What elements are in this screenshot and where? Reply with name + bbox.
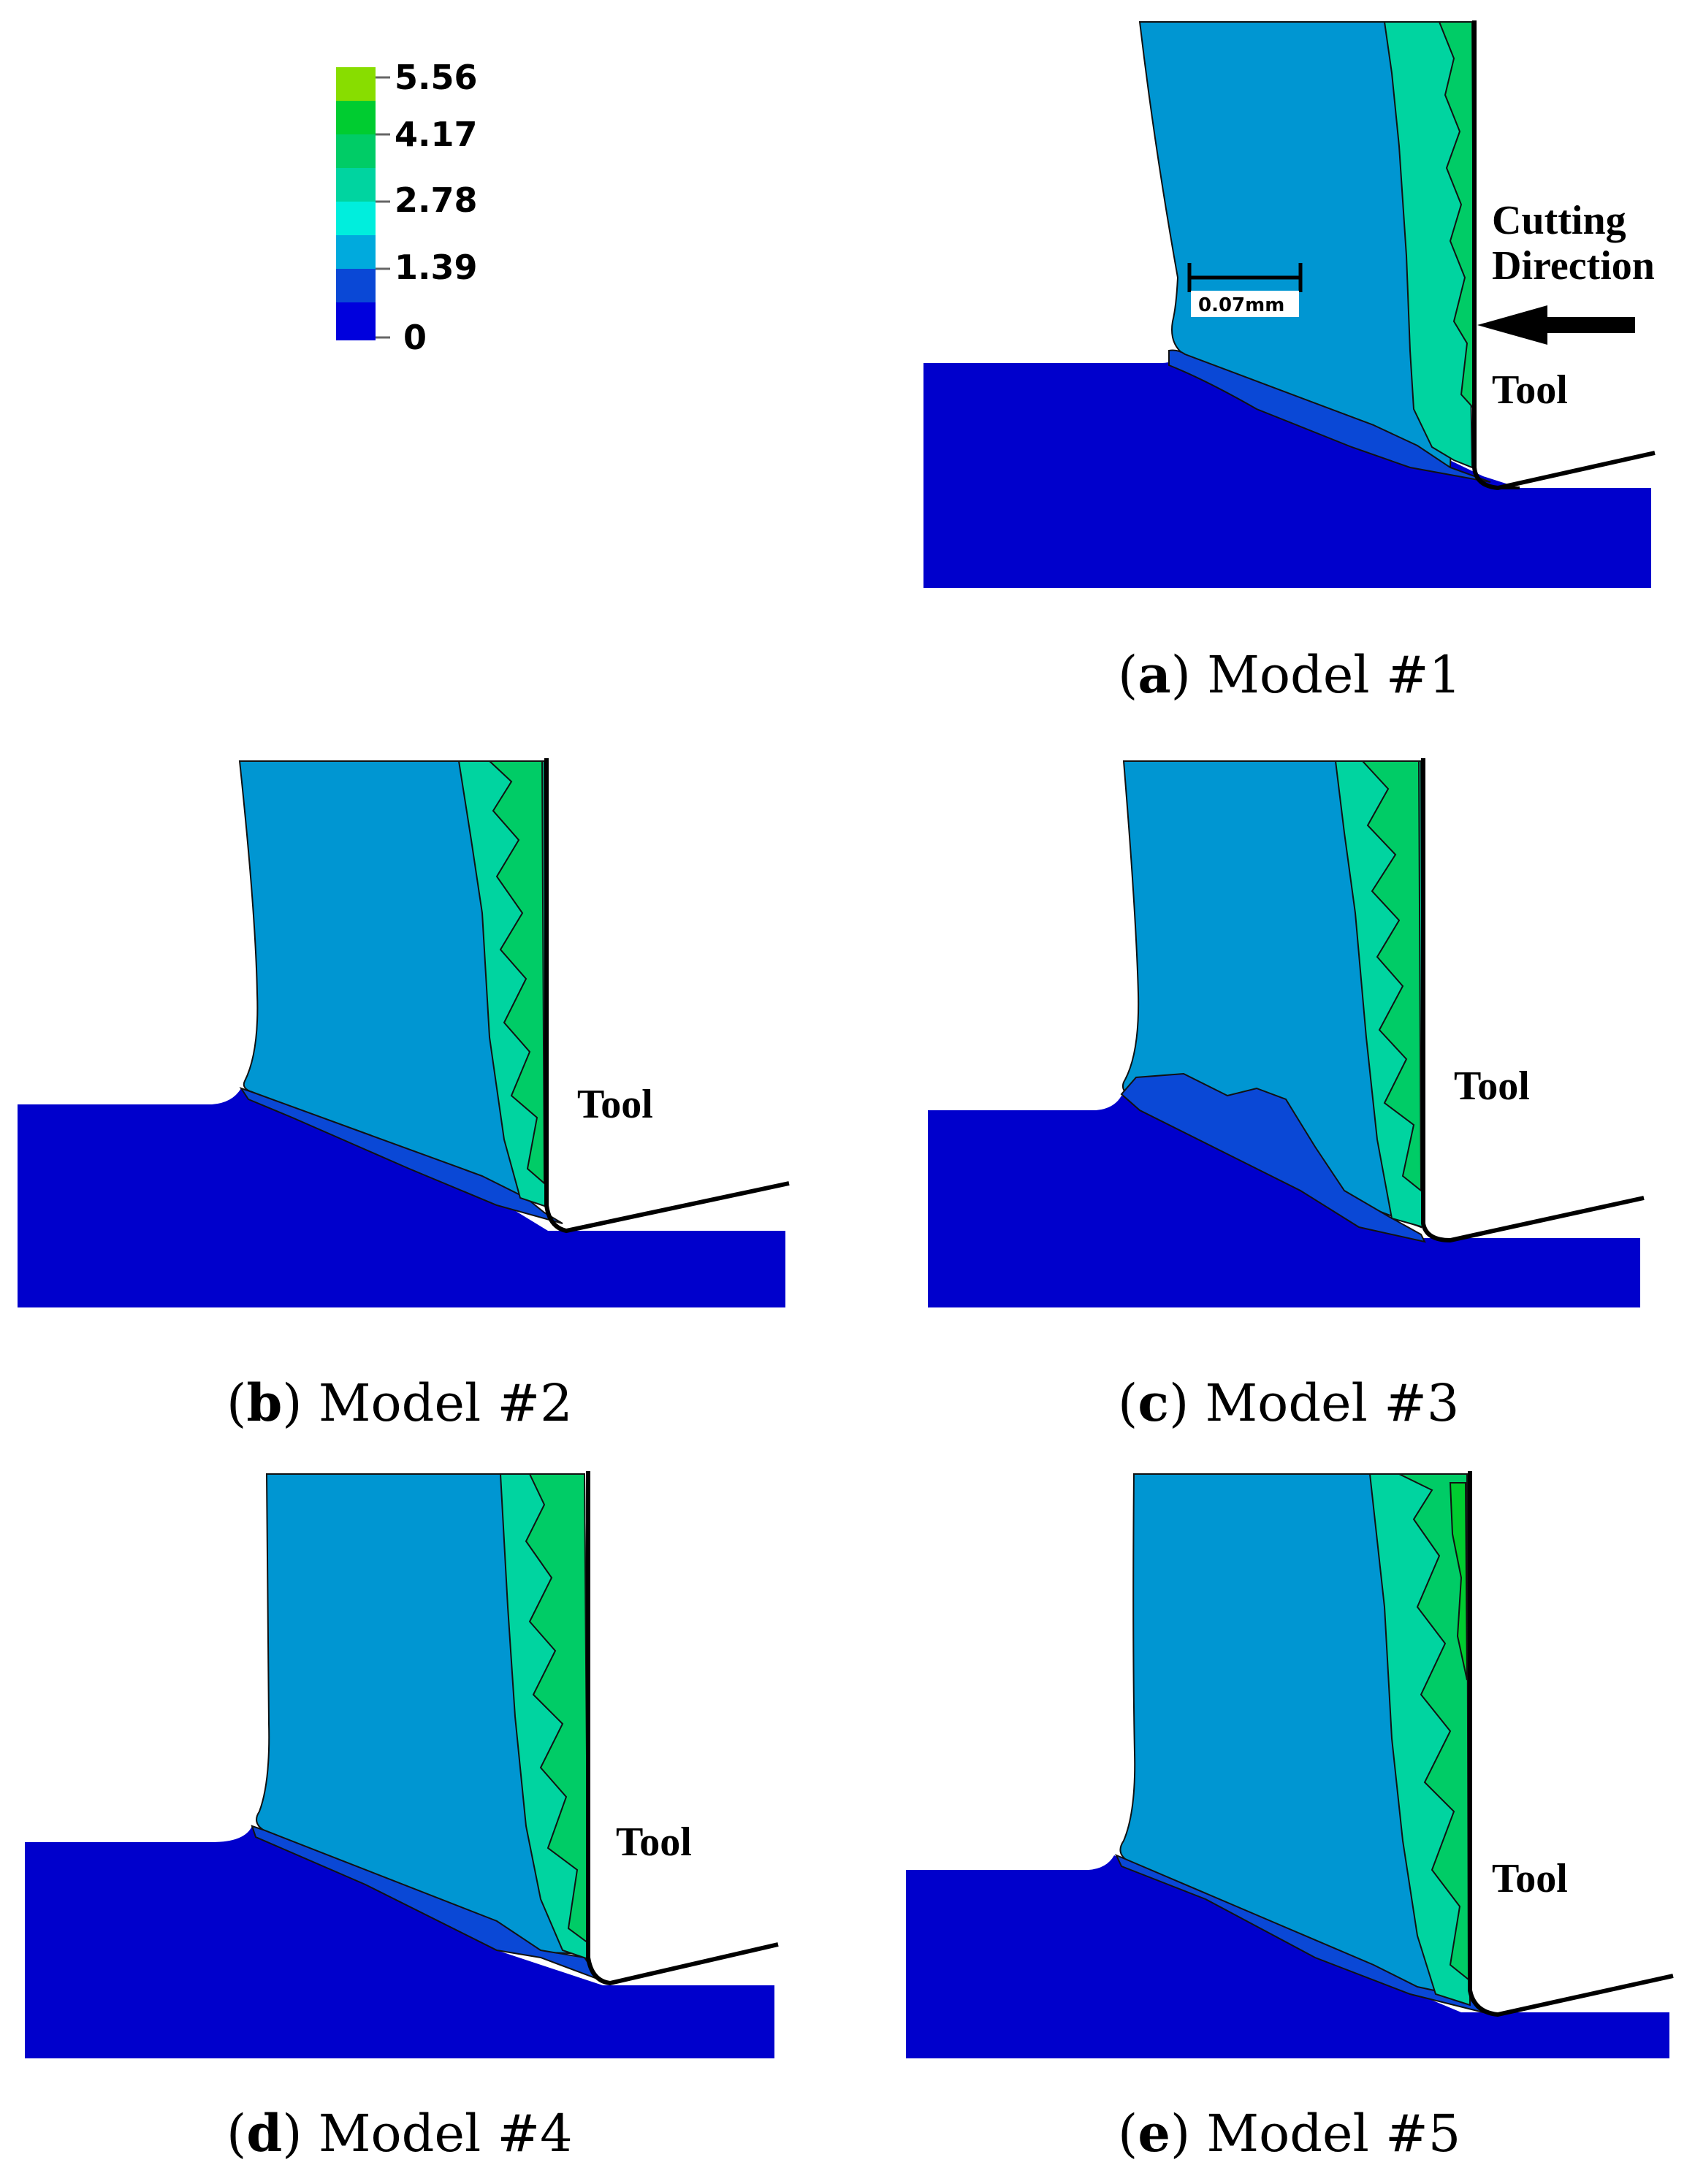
shear-zone-green bbox=[1398, 1473, 1470, 1982]
scale-bar: 0.07mm bbox=[1185, 256, 1315, 321]
shear-zone-green bbox=[1360, 760, 1422, 1193]
legend-label-4: 1.39 bbox=[395, 248, 478, 287]
tool-label-a: Tool bbox=[1492, 367, 1568, 413]
cutting-direction-label-2: Direction bbox=[1492, 243, 1655, 289]
tool bbox=[1472, 20, 1656, 491]
legend-swatch-5 bbox=[336, 134, 376, 168]
legend-label-min: 0 bbox=[403, 318, 427, 357]
tool bbox=[1421, 758, 1645, 1243]
tool-label-d: Tool bbox=[616, 1820, 692, 1865]
legend-swatch-6 bbox=[336, 101, 376, 134]
legend-swatch-2 bbox=[336, 235, 376, 269]
tool-label-c: Tool bbox=[1454, 1064, 1530, 1109]
caption-e: (e) Model #5 bbox=[1118, 2103, 1460, 2164]
legend-swatch-1 bbox=[336, 269, 376, 302]
tool-label-b: Tool bbox=[577, 1082, 653, 1127]
legend-swatch-4 bbox=[336, 168, 376, 202]
color-legend: 5.56 4.17 2.78 1.39 0 bbox=[336, 58, 478, 357]
cutting-direction-arrow bbox=[1477, 305, 1635, 345]
caption-b: (b) Model #2 bbox=[226, 1372, 573, 1433]
workpiece-base bbox=[928, 1096, 1640, 1307]
chip-body bbox=[1138, 21, 1466, 469]
deformation-band-low bbox=[1120, 1072, 1426, 1243]
workpiece-base bbox=[25, 1826, 774, 2058]
workpiece-base bbox=[906, 1855, 1669, 2058]
panel-c: Tool (c) Model #3 bbox=[928, 758, 1645, 1433]
cutting-direction-label-1: Cutting bbox=[1492, 198, 1626, 243]
shear-zone-peak bbox=[1449, 1482, 1468, 1681]
tool-label-e: Tool bbox=[1492, 1856, 1568, 1901]
legend-label-max: 5.56 bbox=[395, 58, 478, 97]
legend-swatch-0 bbox=[336, 302, 376, 340]
panel-b: Tool (b) Model #2 bbox=[18, 758, 790, 1433]
tool bbox=[586, 1471, 779, 1986]
caption-c: (c) Model #3 bbox=[1118, 1372, 1459, 1433]
tool bbox=[1468, 1471, 1674, 2017]
panel-a: 0.07mm Cutting Direction Tool (a) Model … bbox=[923, 20, 1656, 705]
shear-zone-green bbox=[487, 760, 546, 1185]
workpiece-base bbox=[923, 351, 1651, 588]
legend-swatch-3 bbox=[336, 202, 376, 235]
chip-body bbox=[1119, 1473, 1468, 2003]
chip-body bbox=[238, 760, 545, 1199]
legend-label-3: 2.78 bbox=[395, 180, 478, 220]
caption-a: (a) Model #1 bbox=[1118, 644, 1461, 705]
legend-swatch-7 bbox=[336, 67, 376, 101]
panel-e: Tool (e) Model #5 bbox=[906, 1471, 1674, 2164]
workpiece-base bbox=[18, 1088, 785, 1307]
chip-body bbox=[256, 1473, 585, 1955]
tool bbox=[544, 758, 790, 1234]
panel-d: Tool (d) Model #4 bbox=[25, 1471, 779, 2164]
legend-label-2: 4.17 bbox=[395, 115, 478, 154]
deformation-band-low bbox=[1168, 349, 1491, 483]
scale-bar-label: 0.07mm bbox=[1198, 294, 1284, 316]
caption-d: (d) Model #4 bbox=[226, 2103, 573, 2164]
deformation-band-low bbox=[239, 1087, 563, 1224]
shear-zone-green bbox=[525, 1473, 590, 1944]
